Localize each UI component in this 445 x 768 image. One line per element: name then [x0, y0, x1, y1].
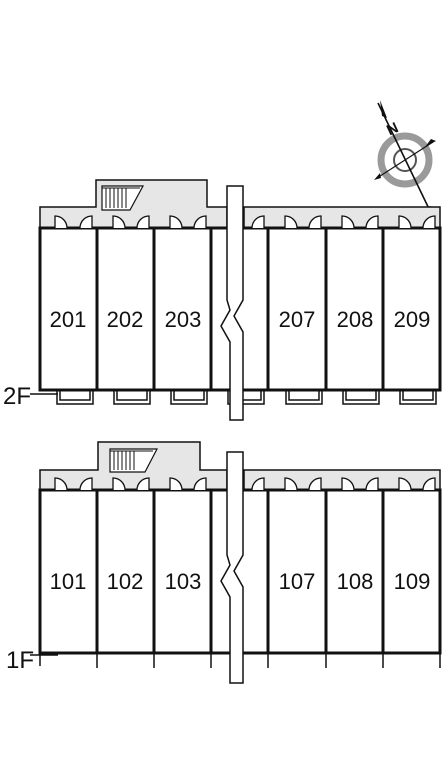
floor-2f-plan: 201 202 203 207 208 209 2F	[3, 179, 442, 421]
unit-101: 101	[50, 569, 87, 594]
unit-203: 203	[165, 307, 202, 332]
units-2f: 201 202 203 207 208 209	[50, 307, 431, 332]
unit-103: 103	[165, 569, 202, 594]
unit-107: 107	[279, 569, 316, 594]
compass-rose-icon: N	[374, 100, 436, 218]
unit-208: 208	[337, 307, 374, 332]
floor-1f-plan: 101 102 103 107 108 109 1F	[6, 441, 442, 684]
balconies-2f	[56, 389, 437, 405]
doors-1f	[54, 477, 436, 491]
floor-label-2f: 2F	[3, 383, 31, 410]
unit-108: 108	[337, 569, 374, 594]
break-line-1f	[220, 451, 244, 684]
unit-202: 202	[107, 307, 144, 332]
stairs-2f	[101, 185, 145, 211]
stairs-1f	[109, 448, 158, 473]
unit-102: 102	[107, 569, 144, 594]
units-1f: 101 102 103 107 108 109	[50, 569, 431, 594]
doors-2f	[54, 215, 436, 229]
unit-109: 109	[394, 569, 431, 594]
break-line-2f	[220, 185, 244, 421]
unit-207: 207	[279, 307, 316, 332]
unit-209: 209	[394, 307, 431, 332]
floor-label-1f: 1F	[6, 647, 34, 674]
unit-201: 201	[50, 307, 87, 332]
